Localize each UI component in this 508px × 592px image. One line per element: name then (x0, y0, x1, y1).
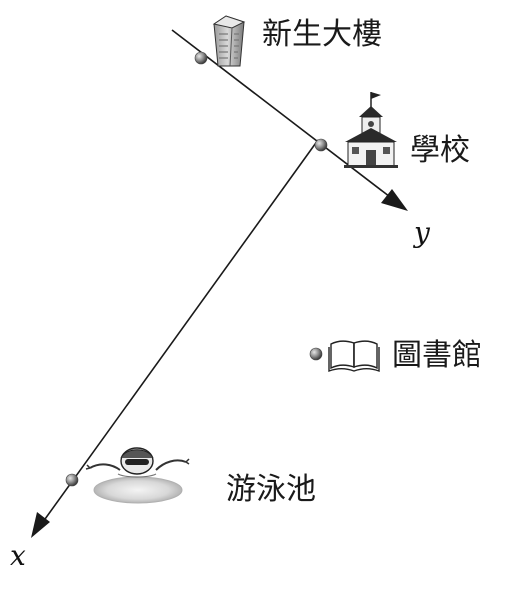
new-building-label: 新生大樓 (262, 17, 382, 52)
x-axis-arrowhead (31, 512, 50, 538)
building-icon (212, 15, 246, 67)
library-label: 圖書館 (392, 338, 482, 373)
pool-label: 游泳池 (226, 472, 316, 507)
x-axis: x (10, 139, 319, 572)
place-pool: 游泳池 (65, 447, 316, 507)
library-point (309, 347, 323, 361)
place-new-building: 新生大樓 (194, 15, 382, 67)
y-axis: y (171, 29, 431, 249)
x-axis-label: x (10, 539, 26, 572)
school-label: 學校 (410, 133, 470, 168)
place-school: 學校 (314, 92, 470, 168)
new-building-point (194, 51, 208, 65)
swimmer-icon (85, 447, 190, 504)
place-library: 圖書館 (309, 338, 482, 373)
y-axis-arrowhead (381, 189, 408, 211)
school-icon (344, 92, 398, 168)
school-point (314, 138, 328, 152)
pool-point (65, 473, 79, 487)
y-axis-label: y (412, 216, 431, 249)
book-icon (328, 340, 380, 373)
